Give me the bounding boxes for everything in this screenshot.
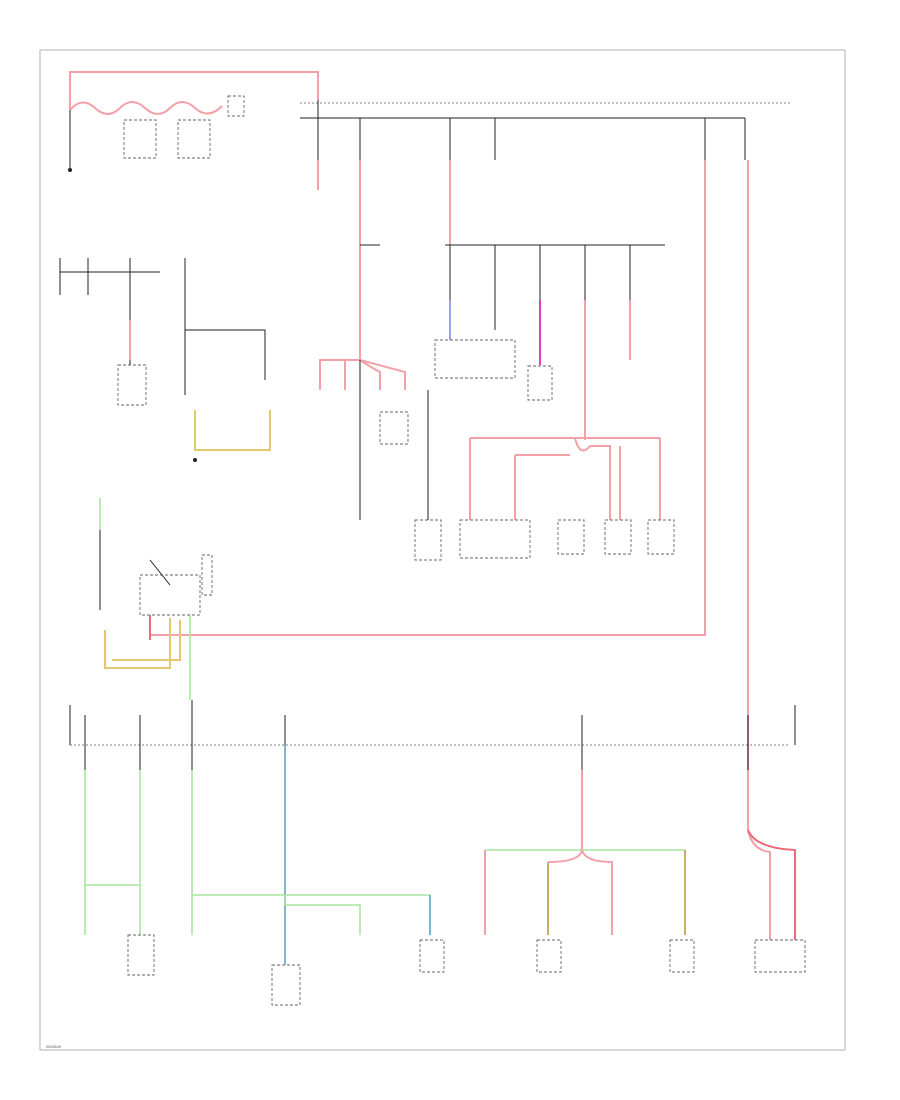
component-box-2 bbox=[271, 964, 301, 1006]
fusible-link-box bbox=[227, 95, 245, 117]
switch-box-1 bbox=[557, 519, 585, 555]
component-box-1 bbox=[127, 934, 155, 976]
right-switch-box bbox=[379, 411, 409, 445]
ac-box bbox=[459, 519, 531, 559]
lower-components bbox=[127, 934, 806, 1006]
component-box-4 bbox=[536, 939, 562, 973]
figure-id: W10849 bbox=[46, 1044, 62, 1049]
center-right-branch bbox=[459, 437, 675, 559]
switch-box-2 bbox=[604, 519, 632, 555]
lower-feed-wires bbox=[84, 745, 686, 965]
left-fuse-group bbox=[59, 258, 271, 462]
center-left-branch bbox=[319, 300, 442, 561]
battery-circuit bbox=[68, 71, 319, 172]
starter-box bbox=[123, 119, 157, 159]
left-motor-box bbox=[414, 519, 442, 561]
component-box-5 bbox=[669, 939, 695, 973]
diagram-frame bbox=[39, 49, 846, 1051]
switch-bracket bbox=[201, 554, 213, 596]
top-feed-wires bbox=[150, 160, 796, 940]
component-box-6 bbox=[754, 939, 806, 973]
ignition-switch-box bbox=[139, 574, 201, 616]
generator-box bbox=[177, 119, 211, 159]
center-fuse-group bbox=[360, 244, 665, 440]
switch-box-3 bbox=[647, 519, 675, 555]
module-box bbox=[434, 339, 516, 379]
horn-box bbox=[117, 364, 147, 406]
ignition-switch-area bbox=[99, 498, 213, 700]
top-fuse-bus bbox=[300, 100, 790, 190]
fuel-pump-box bbox=[527, 365, 553, 401]
lower-fuse-bus bbox=[69, 700, 796, 770]
component-box-3 bbox=[419, 939, 445, 973]
